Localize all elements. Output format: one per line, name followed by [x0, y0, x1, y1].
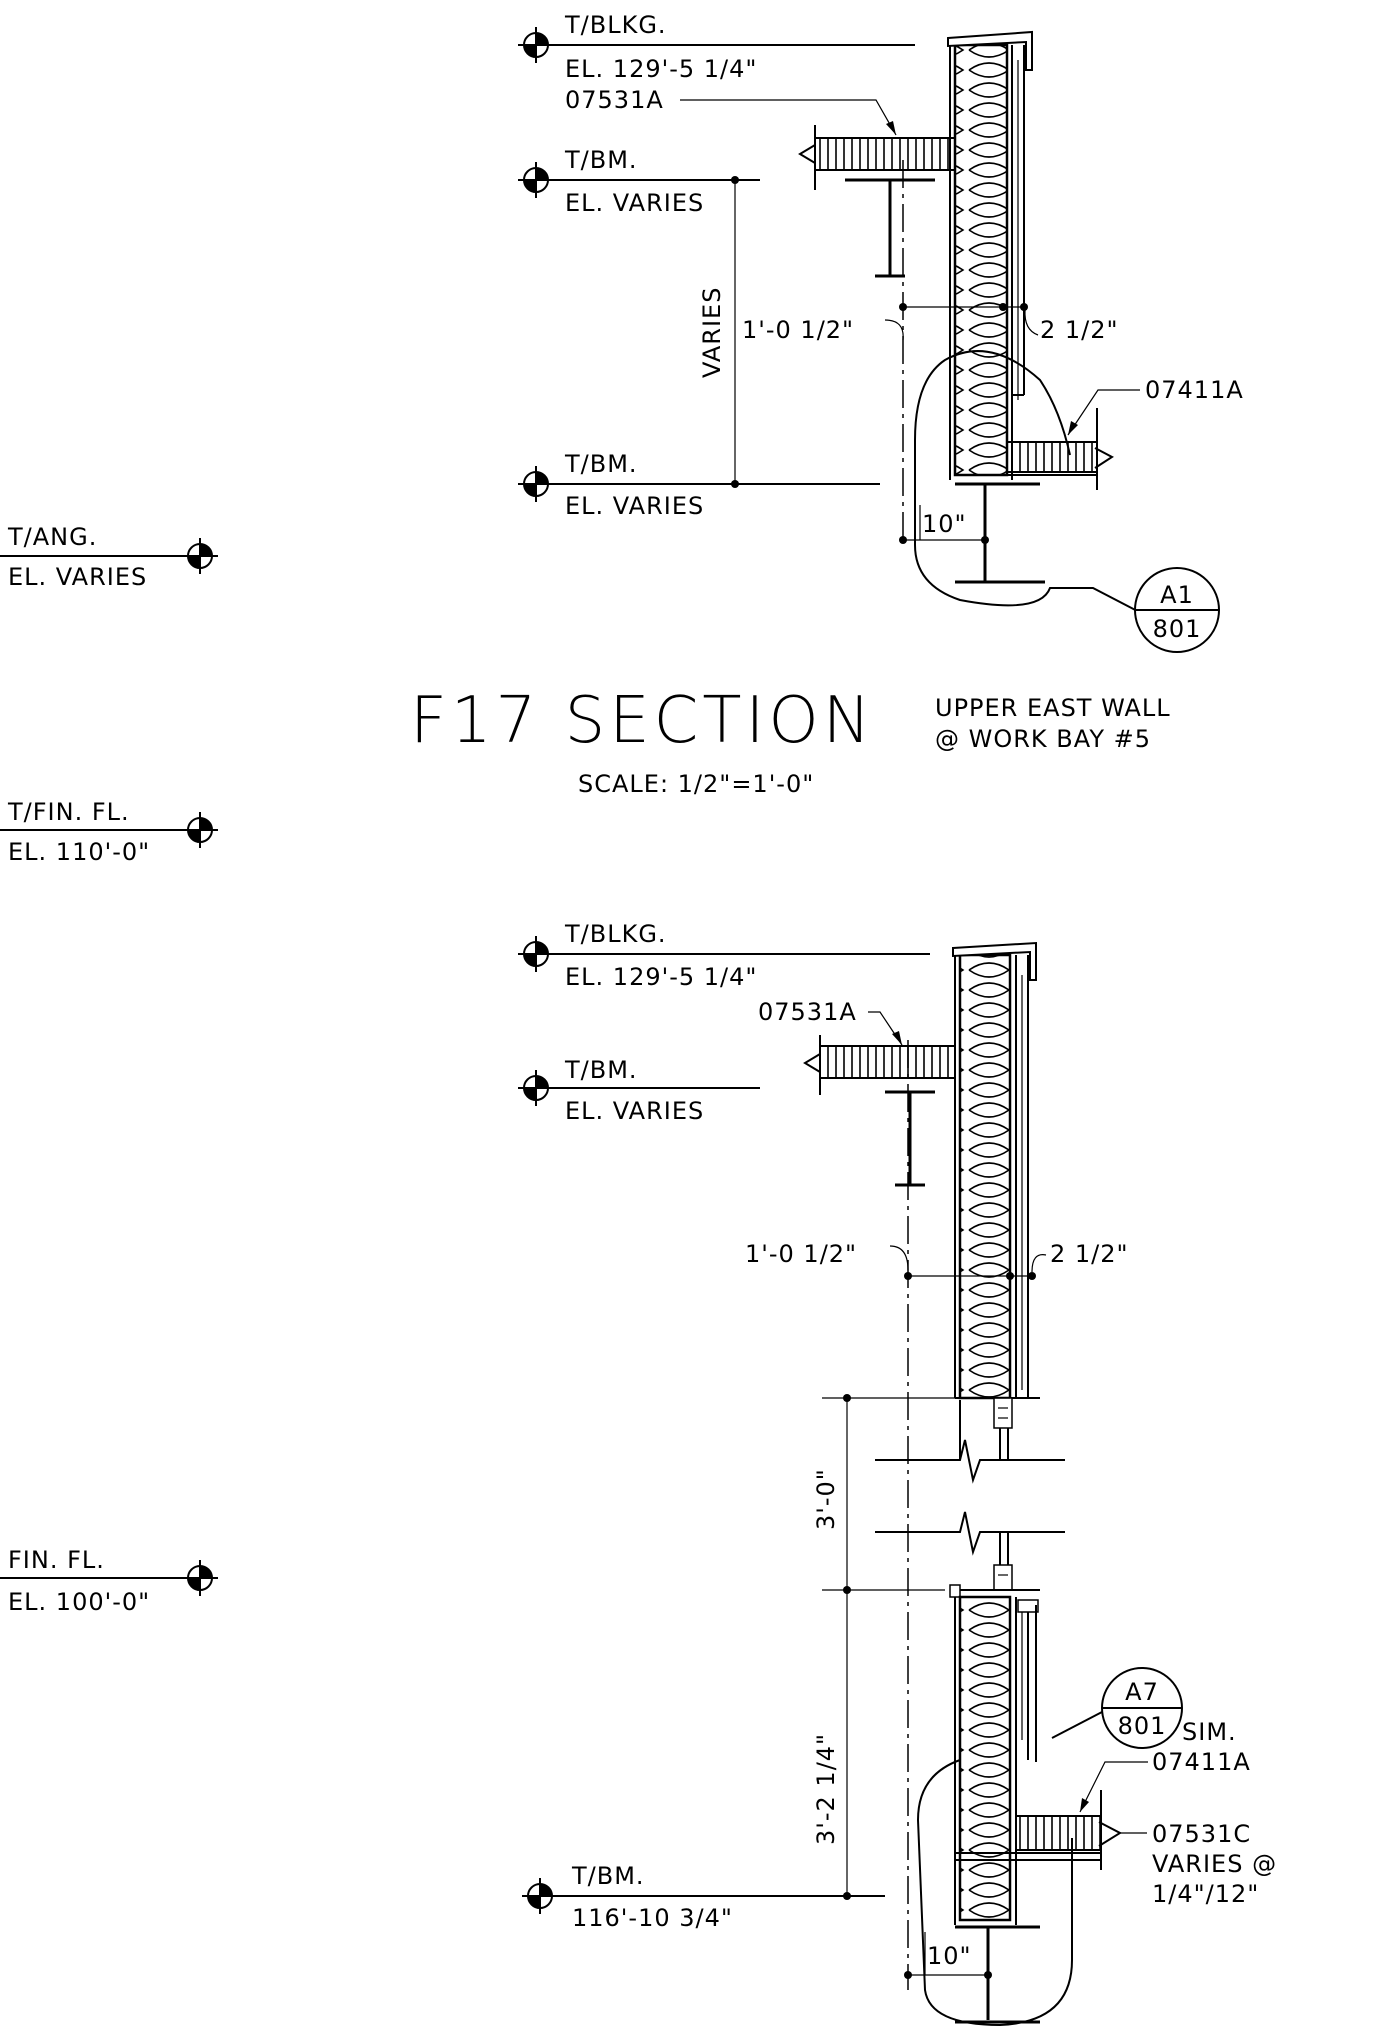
lower-t-blkg-elevation: EL. 129'-5 1/4" — [565, 963, 757, 991]
lower-t-bm1-elevation: EL. VARIES — [565, 1097, 704, 1125]
upper-flashing-tag: 07531A — [565, 86, 664, 114]
lower-dim-bottom: 10" — [927, 1942, 972, 1970]
lower-panel-tag: 07411A — [1152, 1748, 1251, 1776]
fin-fl-elevation: EL. 100'-0" — [8, 1588, 150, 1616]
left-mark-fin-fl: FIN. FL. EL. 100'-0" — [0, 1546, 219, 1616]
upper-t-blkg-label: T/BLKG. — [564, 11, 667, 39]
t-fin-fl-label: T/FIN. FL. — [7, 798, 130, 826]
left-mark-t-ang: T/ANG. EL. VARIES — [0, 523, 219, 591]
lower-t-bm2-elevation: 116'-10 3/4" — [572, 1904, 733, 1932]
t-ang-label: T/ANG. — [7, 523, 97, 551]
t-fin-fl-elevation: EL. 110'-0" — [8, 838, 150, 866]
lower-sim-label: SIM. — [1182, 1718, 1237, 1746]
section-scale: SCALE: 1/2"=1'-0" — [578, 770, 814, 798]
upper-section: T/BLKG. EL. 129'-5 1/4" 07531A T/BM. EL.… — [517, 11, 1244, 653]
elevation-target-icon — [181, 811, 219, 849]
lower-callout-top: A7 — [1125, 1678, 1159, 1706]
lower-dim-right: 2 1/2" — [1050, 1240, 1129, 1268]
elevation-target-icon — [181, 1559, 219, 1597]
lower-t-bm1-label: T/BM. — [564, 1056, 638, 1084]
upper-panel-tag: 07411A — [1145, 376, 1244, 404]
section-subtitle-line2: @ WORK BAY #5 — [935, 725, 1151, 753]
section-title-block: F17 SECTION UPPER EAST WALL @ WORK BAY #… — [410, 684, 1171, 798]
lower-t-bm2-label: T/BM. — [571, 1862, 645, 1890]
lower-dim-left: 1'-0 1/2" — [745, 1240, 857, 1268]
upper-dim-right: 2 1/2" — [1040, 316, 1119, 344]
section-subtitle-line1: UPPER EAST WALL — [935, 694, 1171, 722]
lower-roof-tag: 07531C — [1152, 1820, 1251, 1848]
upper-t-bm2-label: T/BM. — [564, 450, 638, 478]
t-ang-elevation: EL. VARIES — [8, 563, 147, 591]
upper-dim-left: 1'-0 1/2" — [742, 316, 854, 344]
lower-roof-varies: VARIES @ — [1152, 1850, 1277, 1878]
lower-flashing-tag: 07531A — [758, 998, 857, 1026]
upper-dim-varies: VARIES — [698, 287, 726, 378]
left-mark-t-fin-fl: T/FIN. FL. EL. 110'-0" — [0, 798, 219, 866]
lower-roof-slope: 1/4"/12" — [1152, 1880, 1259, 1908]
upper-t-bm1-label: T/BM. — [564, 146, 638, 174]
lower-t-blkg-label: T/BLKG. — [564, 920, 667, 948]
upper-dim-bottom: 10" — [922, 510, 967, 538]
upper-t-bm2-elevation: EL. VARIES — [565, 492, 704, 520]
fin-fl-label: FIN. FL. — [8, 1546, 105, 1574]
section-title: F17 SECTION — [410, 684, 875, 758]
lower-callout-bottom: 801 — [1118, 1712, 1167, 1740]
lower-dim-3-0: 3'-0" — [812, 1468, 840, 1530]
lower-dim-3-2: 3'-2 1/4" — [812, 1733, 840, 1845]
upper-t-bm1-elevation: EL. VARIES — [565, 189, 704, 217]
lower-section: T/BLKG. EL. 129'-5 1/4" 07531A T/BM. EL.… — [517, 920, 1277, 2027]
upper-t-blkg-elevation: EL. 129'-5 1/4" — [565, 55, 757, 83]
upper-callout-bottom: 801 — [1153, 615, 1202, 643]
elevation-target-icon — [181, 537, 219, 575]
upper-callout-top: A1 — [1160, 581, 1194, 609]
